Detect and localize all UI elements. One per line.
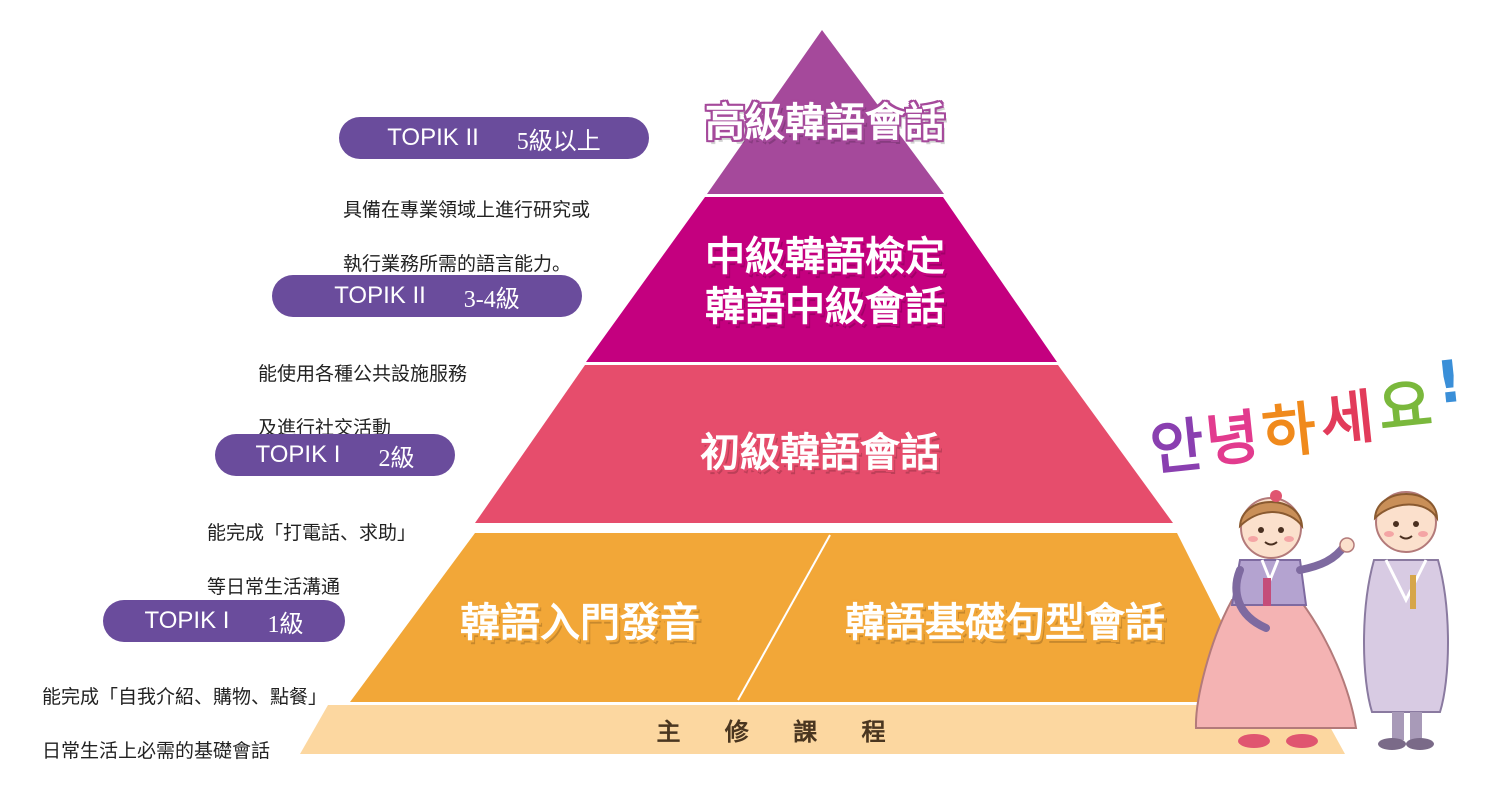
level-badge-topik1-1: TOPIK I 1級 [103,600,345,642]
tier-top [707,30,944,194]
tier-base [350,533,1262,702]
level-desc-topik1-1: 能完成「自我介紹、購物、點餐」 日常生活上必需的基礎會話 [42,657,327,792]
tier-mid [586,197,1057,362]
desc-line: 能使用各種公共設施服務 [258,363,468,385]
desc-line: 具備在專業領域上進行研究或 [343,199,591,221]
badge-exam: TOPIK II [387,124,479,151]
badge-exam: TOPIK I [255,441,341,468]
greeting-char: 요 [1375,370,1436,444]
badge-level: 1級 [267,611,304,638]
foundation-band [300,705,1345,754]
level-desc-topik1-2: 能完成「打電話、求助」 等日常生活溝通 [207,493,416,628]
tier-top-label: 高級韓語會話 [705,100,945,146]
tier-low [475,365,1173,523]
desc-line: 等日常生活溝通 [207,576,341,598]
badge-level: 3-4級 [463,286,520,313]
tier-mid-label: 中級韓語檢定 韓語中級會話 [650,232,1000,332]
greeting-char: 하 [1259,394,1320,468]
girl-in-hanbok-icon [1194,490,1358,748]
badge-level: 2級 [378,445,415,472]
level-desc-topik2-34: 能使用各種公共設施服務 及進行社交活動 [258,334,467,469]
desc-line: 日常生活上必需的基礎會話 [42,740,271,762]
desc-line: 能完成「自我介紹、購物、點餐」 [42,686,328,708]
greeting-char: 세 [1317,382,1378,456]
level-desc-topik2-5: 具備在專業領域上進行研究或 執行業務所需的語言能力。 [343,170,590,305]
tier-low-label: 初級韓語會話 [700,430,940,476]
level-badge-topik2-5: TOPIK II 5級以上 [339,117,649,159]
greeting-char: 안 [1147,410,1208,484]
foundation-label: 主 修 課 程 [656,717,904,746]
badge-exam: TOPIK I [144,607,230,634]
tier-base-left-label: 韓語入門發音 [460,600,700,646]
greeting-char: 녕 [1202,402,1263,476]
tier-base-right-label: 韓語基礎句型會話 [845,600,1165,646]
tier-base-divider [737,534,831,701]
badge-level: 5級以上 [516,128,601,155]
level-badge-topik2-34: TOPIK II 3-4級 [272,275,582,317]
desc-line: 執行業務所需的語言能力。 [343,253,572,275]
desc-line: 能完成「打電話、求助」 [207,522,417,544]
tier-mid-line2: 韓語中級會話 [705,284,945,330]
boy-in-hanbok-icon [1363,491,1449,750]
desc-line: 及進行社交活動 [258,417,392,439]
badge-exam: TOPIK II [334,282,426,309]
level-badge-topik1-2: TOPIK I 2級 [215,434,455,476]
tier-mid-line1: 中級韓語檢定 [705,234,945,280]
